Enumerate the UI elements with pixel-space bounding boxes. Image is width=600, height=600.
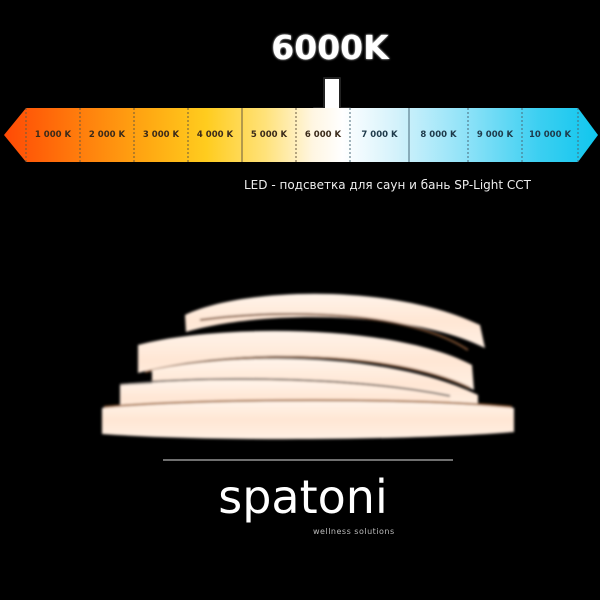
scale-label-3000k: 3 000 K (142, 130, 180, 140)
scale-gradient-bar (4, 108, 598, 162)
scale-label-9000k: 9 000 K (476, 130, 514, 140)
scale-label-8000k: 8 000 K (420, 130, 457, 140)
led-strip-image (102, 293, 514, 440)
color-temperature-scale: 1 000 K 2 000 K 3 000 K 4 000 K 5 000 K … (4, 108, 598, 162)
brand-tagline: wellness solutions (313, 527, 395, 536)
product-subtitle: LED - подсветка для саун и бань SP-Light… (244, 178, 531, 192)
headline-temperature: 6000K (271, 28, 389, 67)
scale-label-4000k: 4 000 K (196, 130, 234, 140)
scale-label-10000k: 10 000 K (528, 130, 572, 140)
divider-line (163, 459, 453, 461)
scale-label-2000k: 2 000 K (88, 130, 126, 140)
brand-logo: spatoni (218, 470, 388, 524)
scale-label-5000k: 5 000 K (250, 130, 288, 140)
scale-label-7000k: 7 000 K (361, 130, 398, 140)
scale-label-1000k: 1 000 K (34, 130, 72, 140)
scale-label-6000k: 6 000 K (304, 130, 342, 140)
